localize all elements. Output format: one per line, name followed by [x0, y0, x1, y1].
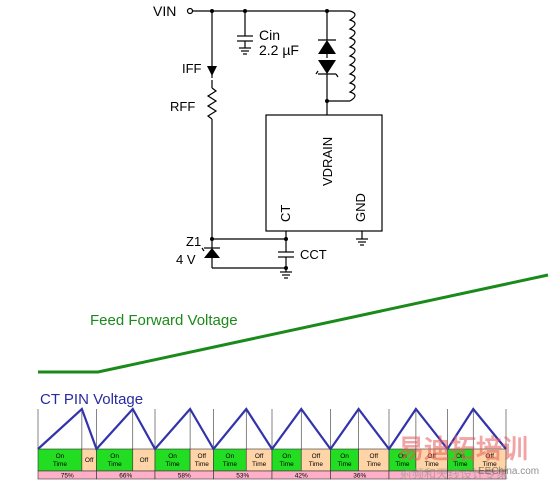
on-time-label: Time [223, 461, 238, 468]
feed-forward-label: Feed Forward Voltage [90, 312, 238, 329]
vin-terminal [186, 7, 194, 15]
ct-pin-voltage-label: CT PIN Voltage [40, 391, 143, 408]
on-time-label: On [398, 453, 407, 460]
controller-ic: VDRAIN CT GND [265, 114, 383, 232]
z1-zener [201, 239, 220, 268]
off-time-label: Off [255, 453, 264, 460]
ct-pin-label: CT [278, 205, 293, 222]
on-time-label: On [282, 453, 291, 460]
iff-arrow [207, 66, 217, 76]
cct-label: CCT [300, 247, 327, 262]
off-time-label: Off [140, 457, 149, 464]
on-time-label: Time [280, 461, 295, 468]
off-time-label: Off [370, 453, 379, 460]
off-time-label: Time [195, 461, 210, 468]
watermark-text-bottom: 射频和天线设计专家 [400, 466, 508, 481]
on-time-label: Time [165, 461, 180, 468]
ct-ramp-trace [37, 407, 507, 452]
duty-cycle-label: 42% [295, 473, 308, 480]
watermark-logo: 易迪拓培训 射频和天线设计专家 EEChina.com [398, 435, 539, 481]
off-time-label: Off [312, 453, 321, 460]
on-time-label: On [340, 453, 349, 460]
off-time-label: Off [427, 453, 436, 460]
duty-cycle-label: 58% [178, 473, 191, 480]
on-time-label: On [226, 453, 235, 460]
off-time-label: Off [85, 457, 94, 464]
off-time-label: Time [483, 461, 498, 468]
watermark-text-top: 易迪拓培训 [398, 435, 528, 465]
on-time-label: Time [53, 461, 68, 468]
off-time-label: Off [485, 453, 494, 460]
on-time-label: On [168, 453, 177, 460]
feed-forward-trace [38, 273, 549, 374]
cct-capacitor [278, 239, 294, 268]
z1-value: 4 V [176, 252, 196, 267]
cin-value: 2.2 µF [259, 42, 299, 58]
cin-capacitor [237, 11, 253, 55]
rff-label: RFF [170, 99, 195, 114]
primary-coil [327, 10, 356, 102]
duty-cycle-box [447, 470, 507, 480]
on-time-label: On [110, 453, 119, 460]
duty-cycle-label: 53% [236, 473, 249, 480]
off-time-label: Off [198, 453, 207, 460]
gnd-pin-label: GND [353, 193, 368, 222]
vdrain-pin-label: VDRAIN [320, 137, 335, 186]
on-time-label: Time [395, 461, 410, 468]
z1-label: Z1 [186, 234, 201, 249]
feed-forward-plot: Feed Forward Voltage [38, 273, 549, 374]
on-time-label: Time [108, 461, 123, 468]
ct-pin-waveform: OnTimeOff75%OnTimeOff66%OnTimeOffTime58%… [37, 407, 507, 480]
on-time-label: On [56, 453, 65, 460]
duty-cycle-label: 75% [61, 473, 74, 480]
watermark-site: EEChina.com [478, 466, 539, 477]
off-time-label: Time [309, 461, 324, 468]
circuit-schematic: VIN Cin 2.2 µF [153, 3, 383, 279]
on-time-label: Time [453, 461, 468, 468]
vin-label: VIN [153, 3, 176, 19]
off-time-label: Time [252, 461, 267, 468]
on-time-label: On [456, 453, 465, 460]
iff-label: IFF [182, 61, 202, 76]
off-time-label: Time [425, 461, 440, 468]
off-time-label: Time [367, 461, 382, 468]
clamp-diodes [315, 11, 339, 115]
duty-cycle-label: 66% [119, 473, 132, 480]
on-time-label: Time [337, 461, 352, 468]
rff-resistor [206, 87, 218, 120]
duty-cycle-label: 36% [353, 473, 366, 480]
cin-label: Cin [259, 27, 280, 43]
